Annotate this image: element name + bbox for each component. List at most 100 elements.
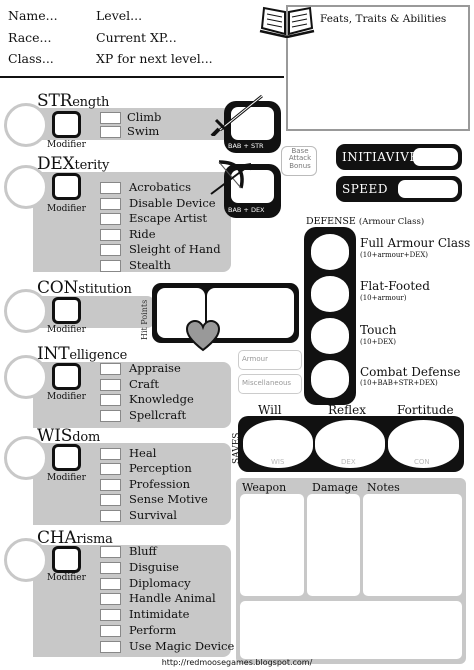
skill-checkbox[interactable] <box>100 378 121 391</box>
full-ac-label: Full Armour Class <box>360 236 471 250</box>
skill-survival: Survival <box>129 507 177 522</box>
bow-icon <box>207 158 257 200</box>
skill-checkbox[interactable] <box>100 463 121 476</box>
weapon-column[interactable] <box>240 494 304 596</box>
skill-profession: Profession <box>129 476 191 491</box>
skill-checkbox[interactable] <box>100 561 121 574</box>
feats-box[interactable] <box>286 5 470 131</box>
skill-checkbox[interactable] <box>100 593 121 606</box>
skill-checkbox[interactable] <box>100 640 121 653</box>
cha-title: CHArisma <box>37 528 113 548</box>
con-title: CONstitution <box>37 278 132 298</box>
reflex-label: Reflex <box>328 403 367 417</box>
skill-swim: Swim <box>127 124 160 138</box>
armour-field[interactable] <box>238 350 302 370</box>
bab-dex-box[interactable] <box>231 170 274 203</box>
combat-defense-box[interactable] <box>311 360 349 398</box>
flat-footed-box[interactable] <box>311 276 349 312</box>
bab-dex-label: BAB + DEX <box>228 206 265 214</box>
int-modifier-box[interactable] <box>52 363 81 390</box>
skill-checkbox[interactable] <box>100 126 121 138</box>
skill-knowledge: Knowledge <box>129 392 194 407</box>
con-score-circle[interactable] <box>4 289 48 333</box>
base-attack-bonus-label: Base Attack Bonus <box>288 147 312 170</box>
hit-points-label: Hit Points <box>140 299 149 340</box>
reflex-attr-label: DEX <box>341 458 356 466</box>
dex-title: DEXterity <box>37 154 110 174</box>
skill-checkbox[interactable] <box>100 478 121 491</box>
full-ac-formula: (10+armour+DEX) <box>360 251 429 259</box>
str-title: STRength <box>37 91 110 111</box>
will-save-box[interactable] <box>243 420 313 468</box>
misc-label: Miscellaneous <box>242 379 292 387</box>
flat-footed-label: Flat-Footed <box>360 279 430 293</box>
damage-header: Damage <box>312 481 358 494</box>
bab-str-label: BAB + STR <box>228 142 264 150</box>
skill-checkbox[interactable] <box>100 213 121 226</box>
weapon-header: Weapon <box>242 481 287 494</box>
skill-checkbox[interactable] <box>100 394 121 407</box>
skill-checkbox[interactable] <box>100 509 121 522</box>
skill-checkbox[interactable] <box>100 228 121 241</box>
str-score-circle[interactable] <box>4 103 48 147</box>
int-score-circle[interactable] <box>4 355 48 399</box>
fortitude-save-box[interactable] <box>388 420 459 468</box>
bab-str-box[interactable] <box>231 107 274 140</box>
cha-modifier-box[interactable] <box>52 546 81 573</box>
notes-column[interactable] <box>363 494 462 596</box>
skill-checkbox[interactable] <box>100 625 121 637</box>
skill-checkbox[interactable] <box>100 260 121 272</box>
reflex-save-box[interactable] <box>315 420 385 468</box>
skill-appraise: Appraise <box>129 361 181 375</box>
con-modifier-box[interactable] <box>52 297 81 324</box>
speed-box[interactable] <box>398 180 458 198</box>
initiative-box[interactable] <box>413 148 458 166</box>
armour-label: Armour <box>242 355 268 363</box>
class-label: Class... <box>8 51 54 66</box>
fortitude-attr-label: CON <box>414 458 430 466</box>
skill-disguise: Disguise <box>129 559 179 574</box>
touch-box[interactable] <box>311 318 349 354</box>
skill-checkbox[interactable] <box>100 244 121 257</box>
equipment-box[interactable] <box>240 601 462 659</box>
current-xp-label: Current XP... <box>96 30 177 45</box>
skill-checkbox[interactable] <box>100 409 121 422</box>
damage-column[interactable] <box>307 494 360 596</box>
skill-checkbox[interactable] <box>100 112 121 124</box>
skill-sense-motive: Sense Motive <box>129 492 208 507</box>
skill-checkbox[interactable] <box>100 577 121 590</box>
skill-checkbox[interactable] <box>100 448 121 460</box>
dex-modifier-box[interactable] <box>52 173 81 200</box>
cha-score-circle[interactable] <box>4 538 48 582</box>
skill-checkbox[interactable] <box>100 609 121 622</box>
xp-next-level-label: XP for next level... <box>96 51 213 66</box>
skill-diplomacy: Diplomacy <box>129 575 191 590</box>
int-title: INTelligence <box>37 344 128 364</box>
will-label: Will <box>258 403 282 417</box>
heart-icon <box>185 319 221 356</box>
dex-score-circle[interactable] <box>4 165 48 209</box>
skill-checkbox[interactable] <box>100 197 121 210</box>
skill-checkbox[interactable] <box>100 363 121 375</box>
combat-defense-label: Combat Defense <box>360 365 461 379</box>
skill-handle-animal: Handle Animal <box>129 591 216 606</box>
wis-score-circle[interactable] <box>4 436 48 480</box>
touch-formula: (10+DEX) <box>360 338 396 346</box>
book-icon <box>258 6 316 42</box>
skill-climb: Climb <box>127 110 162 124</box>
skill-bluff: Bluff <box>129 544 157 558</box>
initiative-label: INITIAVIVE <box>342 150 419 164</box>
misc-field[interactable] <box>238 374 302 394</box>
hit-points-max[interactable] <box>207 288 294 338</box>
wis-modifier-label: Modifier <box>47 473 86 483</box>
wis-modifier-box[interactable] <box>52 444 81 471</box>
str-modifier-box[interactable] <box>52 111 81 138</box>
skill-perform: Perform <box>129 623 177 637</box>
str-modifier-label: Modifier <box>47 140 86 150</box>
skill-checkbox[interactable] <box>100 546 121 558</box>
combat-defense-formula: (10+BAB+STR+DEX) <box>360 379 438 387</box>
speed-label: SPEED <box>342 182 388 196</box>
skill-checkbox[interactable] <box>100 182 121 194</box>
skill-checkbox[interactable] <box>100 494 121 507</box>
full-ac-box[interactable] <box>311 234 349 270</box>
